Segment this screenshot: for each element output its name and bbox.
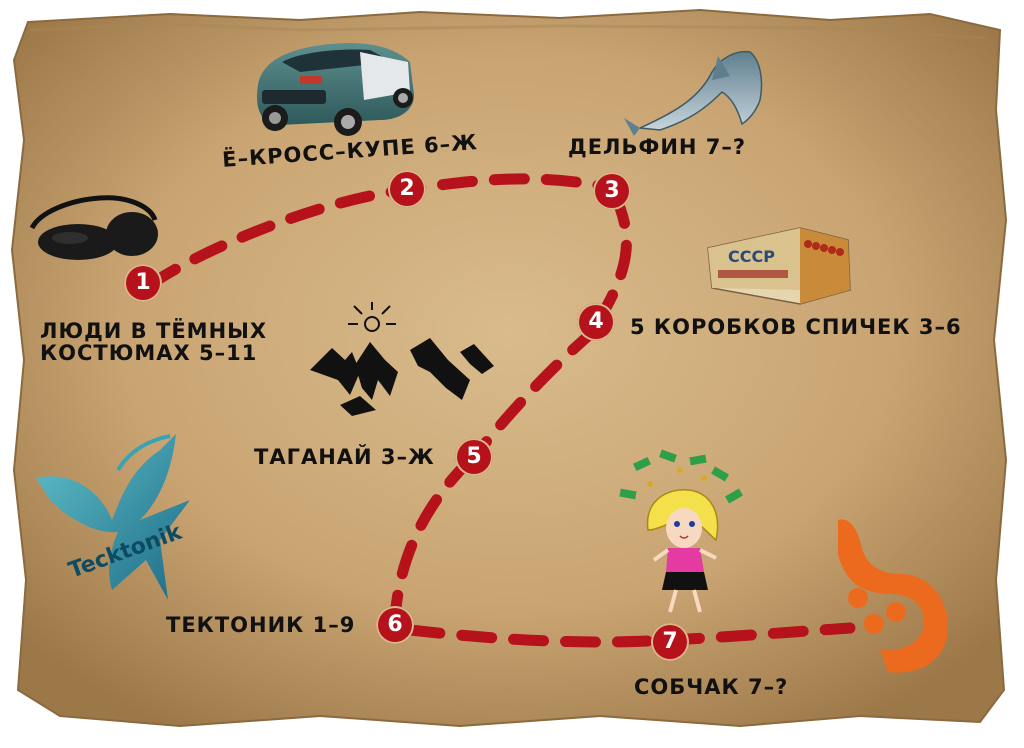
sunglasses-icon bbox=[29, 195, 158, 260]
matchbox-label: СССР bbox=[728, 247, 775, 266]
stop-label-3: ДЕЛЬФИН 7–? bbox=[568, 135, 747, 159]
stop-badge-2: 2 bbox=[388, 170, 426, 208]
yandex-logo bbox=[838, 519, 948, 673]
stop-badge-3: 3 bbox=[593, 172, 631, 210]
parchment bbox=[10, 8, 1008, 728]
stop-label-1: ЛЮДИ В ТЁМНЫХ КОСТЮМАХ 5–11 bbox=[40, 319, 268, 366]
mountains-icon bbox=[310, 302, 494, 416]
stop-badge-1: 1 bbox=[124, 264, 162, 302]
stop-label-6: ТЕКТОНИК 1–9 bbox=[166, 613, 356, 637]
stop-badge-7: 7 bbox=[651, 623, 689, 661]
stop-label-4: 5 КОРОБКОВ СПИЧЕК 3–6 bbox=[630, 315, 962, 339]
matchbox-icon: СССР bbox=[707, 227, 851, 305]
dolphin-icon bbox=[624, 50, 763, 136]
car-icon bbox=[256, 42, 414, 136]
stop-badge-6: 6 bbox=[376, 606, 414, 644]
stop-badge-5: 5 bbox=[455, 438, 493, 476]
stop-badge-4: 4 bbox=[577, 303, 615, 341]
stop-label-7: СОБЧАК 7–? bbox=[634, 675, 789, 699]
stop-label-5: ТАГАНАЙ 3–Ж bbox=[254, 445, 435, 469]
money-girl-icon bbox=[619, 449, 743, 613]
